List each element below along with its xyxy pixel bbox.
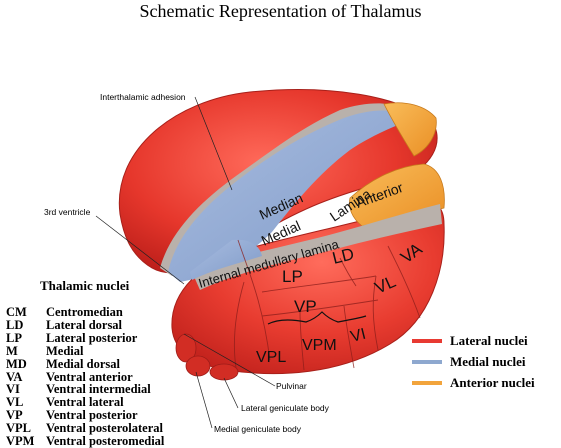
abbr-name: Lateral posterior (46, 330, 138, 345)
abbr-code: VPM (6, 434, 35, 448)
thalamic-nuclei-heading: Thalamic nuclei (40, 278, 130, 293)
nuclei-boundaries (234, 239, 421, 371)
callouts: Interthalamic adhesion 3rd ventricle Pul… (44, 92, 330, 434)
abbr-code: MD (6, 356, 27, 371)
label-ld: LD (330, 244, 356, 268)
abbr-row: CM Centromedian (6, 306, 164, 319)
callout-interthalamic: Interthalamic adhesion (100, 92, 186, 102)
abbr-code: LP (6, 330, 22, 345)
upper-thalamus (118, 89, 438, 282)
geniculate-bumps (175, 333, 239, 381)
callout-medial-geniculate: Medial geniculate body (214, 424, 302, 434)
abbr-code: CM (6, 305, 27, 319)
legend-item-medial: Medial nuclei (412, 351, 535, 372)
legend-label: Medial nuclei (450, 353, 526, 369)
callout-third-ventricle: 3rd ventricle (44, 207, 91, 217)
legend-swatch (412, 359, 442, 364)
abbr-name: Lateral dorsal (46, 317, 123, 332)
abbr-name: Ventral lateral (46, 395, 124, 410)
abbr-row: VP Ventral posterior (6, 409, 164, 422)
abbr-name: Ventral posteromedial (46, 434, 165, 448)
callout-lines (95, 96, 276, 429)
upper-anterior-cap (383, 102, 437, 157)
abbr-code: VA (6, 369, 23, 384)
lower-thalamus (171, 163, 445, 381)
abbr-row: M Medial (6, 343, 164, 358)
label-vp: VP (294, 297, 317, 316)
diagram-title: Schematic Representation of Thalamus (139, 1, 422, 21)
legend-item-anterior: Anterior nuclei (412, 372, 535, 393)
abbr-row: VL Ventral lateral (6, 396, 164, 409)
label-lp: LP (282, 267, 303, 286)
upper-medial-surface (168, 110, 414, 282)
abbr-code: VP (6, 408, 23, 423)
abbr-name: Centromedian (46, 305, 123, 319)
abbr-row: LP Lateral posterior (6, 330, 164, 345)
abbr-row: VA Ventral anterior (6, 369, 164, 384)
label-vi: VI (349, 326, 368, 346)
abbr-code: M (6, 343, 18, 358)
legend-item-lateral: Lateral nuclei (412, 330, 535, 351)
vp-brace (267, 311, 367, 325)
abbr-code: VPL (6, 421, 31, 436)
label-vpl: VPL (256, 349, 286, 366)
abbr-name: Ventral anterior (46, 369, 133, 384)
label-vpm: VPM (302, 337, 337, 354)
abbr-name: Medial (46, 343, 84, 358)
abbr-code: VI (6, 382, 20, 397)
callout-lateral-geniculate: Lateral geniculate body (241, 403, 330, 413)
legend-swatch (412, 338, 442, 343)
legend-label: Anterior nuclei (450, 374, 535, 390)
abbr-name: Medial dorsal (46, 356, 120, 371)
abbr-name: Ventral posterior (46, 408, 138, 423)
abbr-row: VPL Ventral posterolateral (6, 422, 164, 435)
abbr-row: VI Ventral intermedial (6, 383, 164, 396)
abbreviation-list: CM Centromedian LD Lateral dorsal LP Latera… (6, 306, 164, 448)
abbr-code: LD (6, 317, 24, 332)
legend-swatch (412, 380, 442, 385)
abbr-name: Ventral intermedial (46, 382, 151, 397)
callout-pulvinar: Pulvinar (276, 381, 307, 391)
lower-medial-rim (190, 239, 262, 280)
abbr-row: MD Medial dorsal (6, 356, 164, 371)
internal-lamina-strip (192, 204, 442, 290)
abbr-row: LD Lateral dorsal (6, 319, 164, 332)
legend-label: Lateral nuclei (450, 332, 528, 348)
legend: Lateral nuclei Medial nuclei Anterior nu… (412, 330, 535, 393)
abbr-row: VPM Ventral posteromedial (6, 435, 164, 448)
abbr-name: Ventral posterolateral (46, 421, 163, 436)
abbr-code: VL (6, 395, 24, 410)
